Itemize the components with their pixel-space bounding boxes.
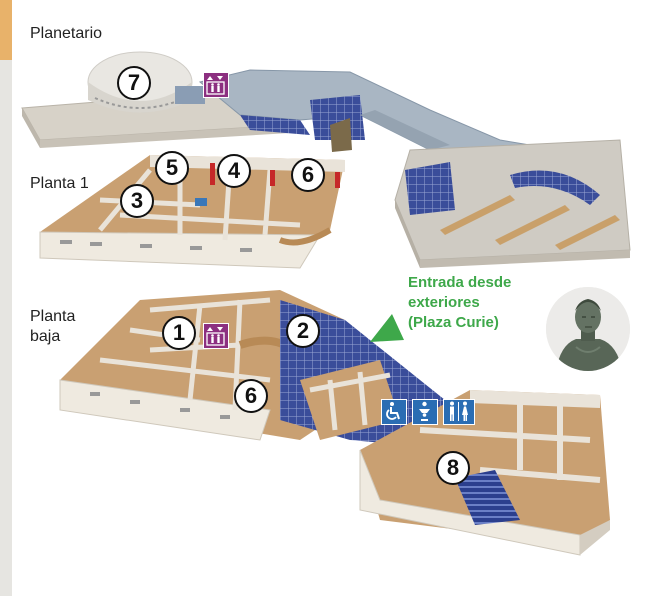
statue-bust <box>546 287 630 371</box>
wheelchair-icon <box>386 402 400 420</box>
floor-label-planta-baja-line2: baja <box>30 328 61 345</box>
floor-label-planta-1: Planta 1 <box>30 175 89 192</box>
elevator-sign-ground[interactable] <box>203 323 229 349</box>
zone-marker-4[interactable]: 4 <box>217 154 251 188</box>
baby-change-sign[interactable] <box>412 399 438 425</box>
sidebar-tab <box>0 0 12 60</box>
floor-label-planetario: Planetario <box>30 25 103 42</box>
zone-marker-3[interactable]: 3 <box>120 184 154 218</box>
entrance-line-2: exteriores <box>408 294 480 311</box>
bust-statue-icon <box>546 287 630 371</box>
left-sidebar <box>0 0 12 596</box>
ground-floor-level <box>59 290 610 556</box>
baby-change-icon <box>419 401 430 421</box>
floor-label-planta-baja-line1: Planta <box>30 308 76 325</box>
zone-marker-5[interactable]: 5 <box>155 151 189 185</box>
restroom-icon <box>450 401 468 421</box>
elevator-icon <box>206 327 225 346</box>
zone-marker-1[interactable]: 1 <box>162 316 196 350</box>
zone-marker-8[interactable]: 8 <box>436 451 470 485</box>
entrance-label: Entrada desde exteriores (Plaza Curie) <box>408 273 511 333</box>
zone-marker-6-upper[interactable]: 6 <box>291 158 325 192</box>
zone-marker-6-lower[interactable]: 6 <box>234 379 268 413</box>
entrance-line-1: Entrada desde <box>408 274 512 291</box>
accessible-sign[interactable] <box>381 399 407 425</box>
entrance-line-3: (Plaza Curie) <box>408 314 499 331</box>
zone-marker-7[interactable]: 7 <box>117 66 151 100</box>
elevator-icon <box>206 76 225 95</box>
restroom-sign[interactable] <box>443 399 475 425</box>
zone-marker-2[interactable]: 2 <box>286 314 320 348</box>
elevator-sign-top[interactable] <box>203 72 229 98</box>
planetarium-level <box>21 51 631 268</box>
entrance-arrow-icon <box>370 314 404 342</box>
